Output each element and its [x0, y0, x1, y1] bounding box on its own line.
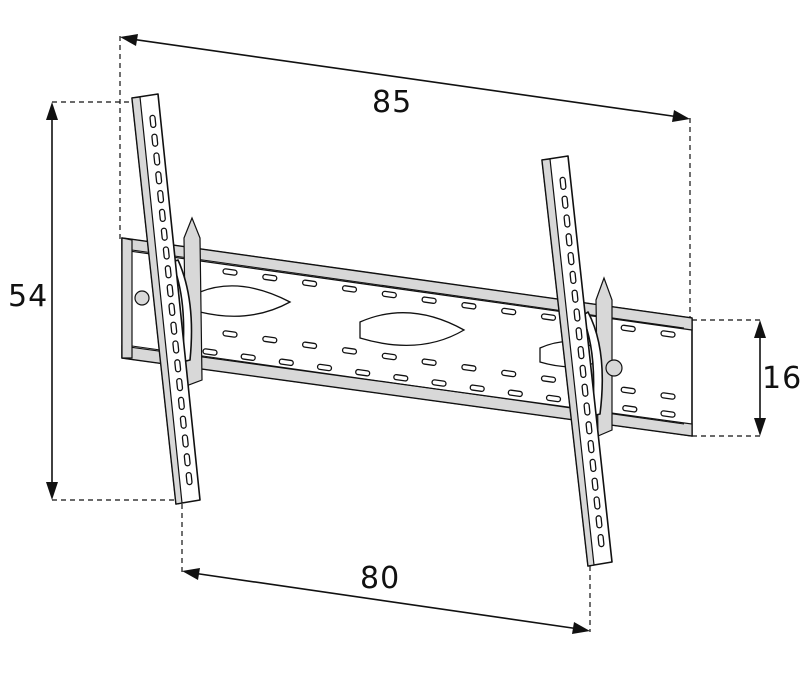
arm-slot	[589, 458, 597, 473]
overall-width-label: 85	[372, 85, 412, 120]
arm-slot	[160, 227, 168, 241]
left-arm	[131, 93, 203, 505]
cutout-left	[199, 285, 292, 317]
plate-slot	[620, 324, 636, 333]
arm-slot	[583, 402, 591, 416]
arm-slot	[559, 176, 567, 191]
arm-slot	[170, 321, 178, 335]
extension-lines	[52, 36, 764, 632]
plate-slot	[501, 307, 517, 316]
arm-slot	[571, 289, 579, 303]
arm-slot	[176, 377, 184, 392]
left-knob	[134, 290, 150, 306]
arm-slot	[591, 477, 599, 491]
rail-height-label: 16	[762, 361, 800, 396]
plate-slot	[262, 335, 278, 344]
plate-slot	[355, 368, 371, 377]
arm-slot	[565, 233, 573, 247]
arm-slot	[585, 421, 593, 435]
plate-slot	[501, 369, 517, 378]
arm-slot	[573, 308, 581, 322]
plate-slot	[620, 386, 636, 395]
plate-slot	[421, 358, 437, 366]
arm-slot	[595, 515, 603, 529]
plate-slot	[341, 347, 358, 355]
arm-slot	[174, 359, 182, 373]
dim-rail-height	[754, 320, 766, 436]
plate-slot	[301, 341, 318, 350]
plate-slot	[381, 290, 397, 299]
plate-slot	[202, 348, 218, 356]
arm-slot	[166, 283, 174, 298]
arm-slot	[587, 439, 595, 454]
arm-slot	[151, 133, 159, 147]
plate-slot	[431, 379, 447, 387]
plate-slot	[660, 330, 676, 338]
arm-slot	[158, 208, 166, 223]
plate-slot	[381, 352, 397, 361]
dim-arm-spacing	[182, 568, 590, 634]
plate-slot	[540, 313, 557, 321]
arm-slot	[181, 434, 189, 448]
plate-slot	[393, 374, 409, 382]
plate-slot	[341, 285, 358, 293]
arm-slot	[149, 114, 157, 129]
arm-slot	[164, 265, 172, 279]
plate-slot	[469, 384, 485, 392]
dim-overall-height	[46, 102, 58, 500]
plate-slot	[461, 302, 477, 310]
arm-slot	[162, 246, 170, 260]
plate-slot	[301, 279, 318, 288]
plate-slot	[421, 296, 437, 304]
plate-slot	[316, 363, 333, 372]
plate-slot-rows	[202, 268, 676, 418]
arm-slot	[179, 415, 187, 429]
arm-slot	[183, 453, 191, 467]
arm-slot	[567, 251, 575, 266]
right-arm-slots	[559, 176, 605, 548]
overall-height-label: 54	[8, 279, 48, 314]
plate-slot	[222, 268, 238, 276]
arm-slot	[168, 302, 176, 317]
plate-slot	[262, 273, 278, 282]
dim-overall-width	[120, 34, 690, 122]
plate-slot	[278, 358, 294, 367]
arm-slot	[155, 171, 163, 185]
arm-slot	[597, 533, 605, 548]
arm-slot	[569, 270, 577, 285]
arm-slot	[153, 152, 161, 166]
arm-slot	[577, 345, 585, 360]
arm-slot	[185, 471, 193, 486]
arm-slot	[575, 327, 583, 341]
arm-slot	[579, 364, 587, 379]
plate-slot	[660, 392, 676, 400]
arm-slot	[172, 340, 180, 354]
left-arm-slots	[149, 114, 193, 486]
plate-slot	[461, 364, 477, 372]
arm-slot	[561, 195, 569, 209]
cutout-center	[359, 312, 466, 346]
plate-slot	[622, 405, 638, 413]
plate-slot	[540, 375, 557, 383]
arm-slot	[581, 383, 589, 397]
arm-slot	[157, 189, 165, 204]
arm-slot	[593, 496, 601, 510]
plate-slot	[545, 394, 562, 403]
arm-slot	[177, 396, 185, 411]
arm-spacing-label: 80	[360, 561, 400, 596]
plate-slot	[507, 389, 523, 398]
plate-slot	[240, 353, 256, 361]
right-knob	[605, 359, 623, 377]
plate-slot	[222, 330, 238, 338]
arm-slot	[563, 214, 571, 228]
plate-slot	[660, 410, 676, 418]
